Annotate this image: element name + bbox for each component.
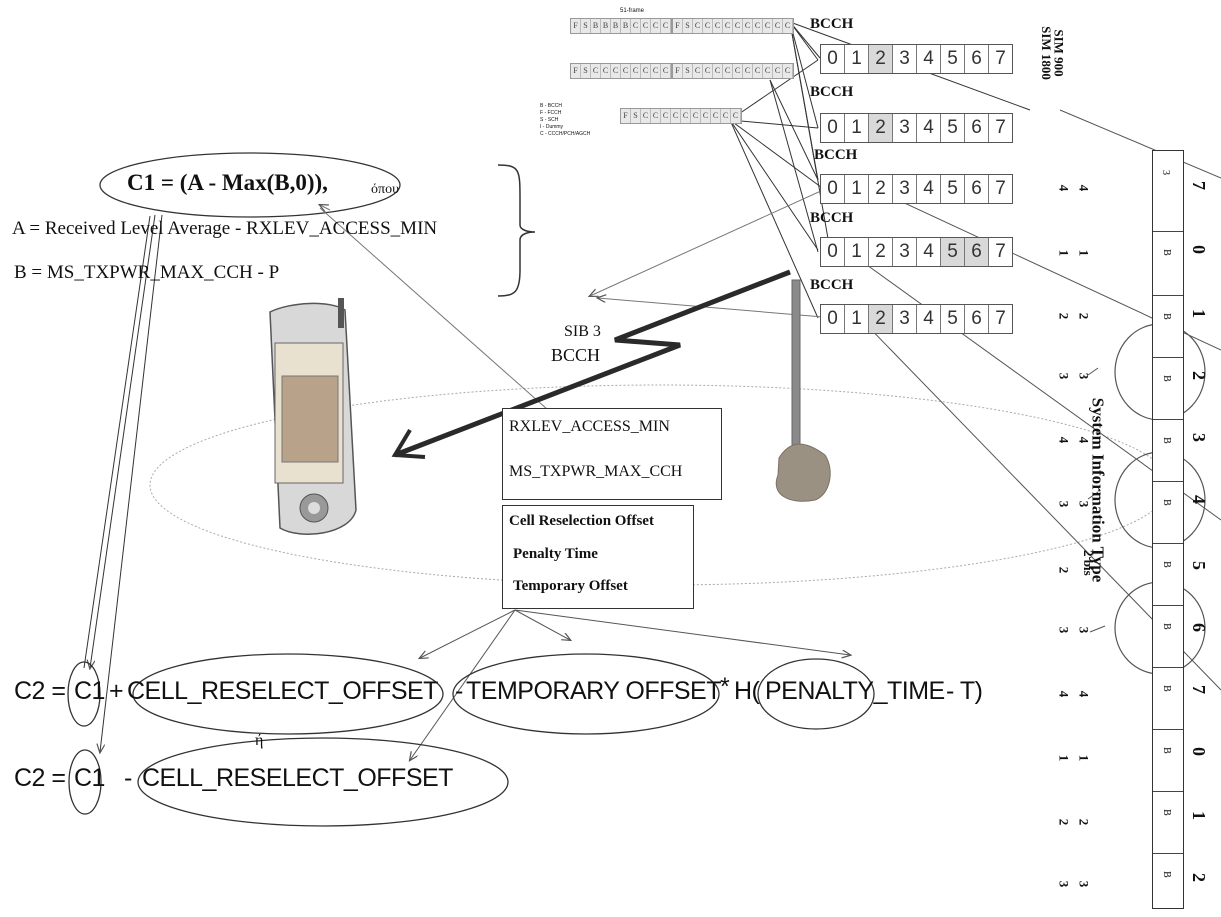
bcch-wave-label: BCCH [551, 345, 601, 365]
rxlev-access-min-label: RXLEV_ACCESS_MIN [509, 418, 670, 435]
c1-a-definition: A = Received Level Average - RXLEV_ACCES… [12, 218, 438, 239]
ms-txpwr-max-cch-label: MS_TXPWR_MAX_CCH [509, 463, 683, 480]
tc-numbers-column: 7 0 1 2 3 4 5 6 7 0 1 2 [1189, 181, 1209, 882]
sim-1800-header: SIM 1800 [1038, 26, 1054, 80]
penalty-time-label: Penalty Time [513, 546, 598, 562]
c1-formula-suffix: όπου [371, 182, 399, 197]
c1-formula-ellipse [99, 152, 401, 218]
frame-caption: 51-frame [620, 8, 645, 14]
or-label: ή [255, 732, 264, 749]
antenna-tower [775, 279, 831, 502]
bcch-label-4: BCCH [810, 210, 854, 226]
cell-reselection-offset-label: Cell Reselection Offset [509, 513, 654, 529]
param-box-sysinfo: RXLEV_ACCESS_MIN MS_TXPWR_MAX_CCH [502, 408, 722, 500]
bcch-label-5: BCCH [810, 277, 854, 293]
bcch-label-3: BCCH [814, 147, 858, 163]
brace [497, 164, 536, 297]
sib3-label: SIB 3 [564, 323, 601, 340]
bcch-block-strip: 3 B B B B B B B B B B B [1152, 150, 1184, 909]
bcch-label-1: BCCH [810, 16, 854, 32]
bcch-wave-arrow [394, 269, 791, 458]
mobile-phone [269, 298, 357, 535]
c1-formula: C1 = (A - Max(B,0)), [127, 170, 328, 195]
c1-b-definition: B = MS_TXPWR_MAX_CCH - P [14, 262, 280, 283]
system-information-type-label: System Information Type [1088, 397, 1108, 583]
param-box-reselection: Cell Reselection Offset Penalty Time Tem… [502, 505, 694, 609]
bcch-label-2: BCCH [810, 84, 854, 100]
frame-legend: B - BCCH F - FCCH S - SCH I - Dummy C - … [540, 103, 591, 137]
temporary-offset-label: Temporary Offset [513, 578, 628, 594]
